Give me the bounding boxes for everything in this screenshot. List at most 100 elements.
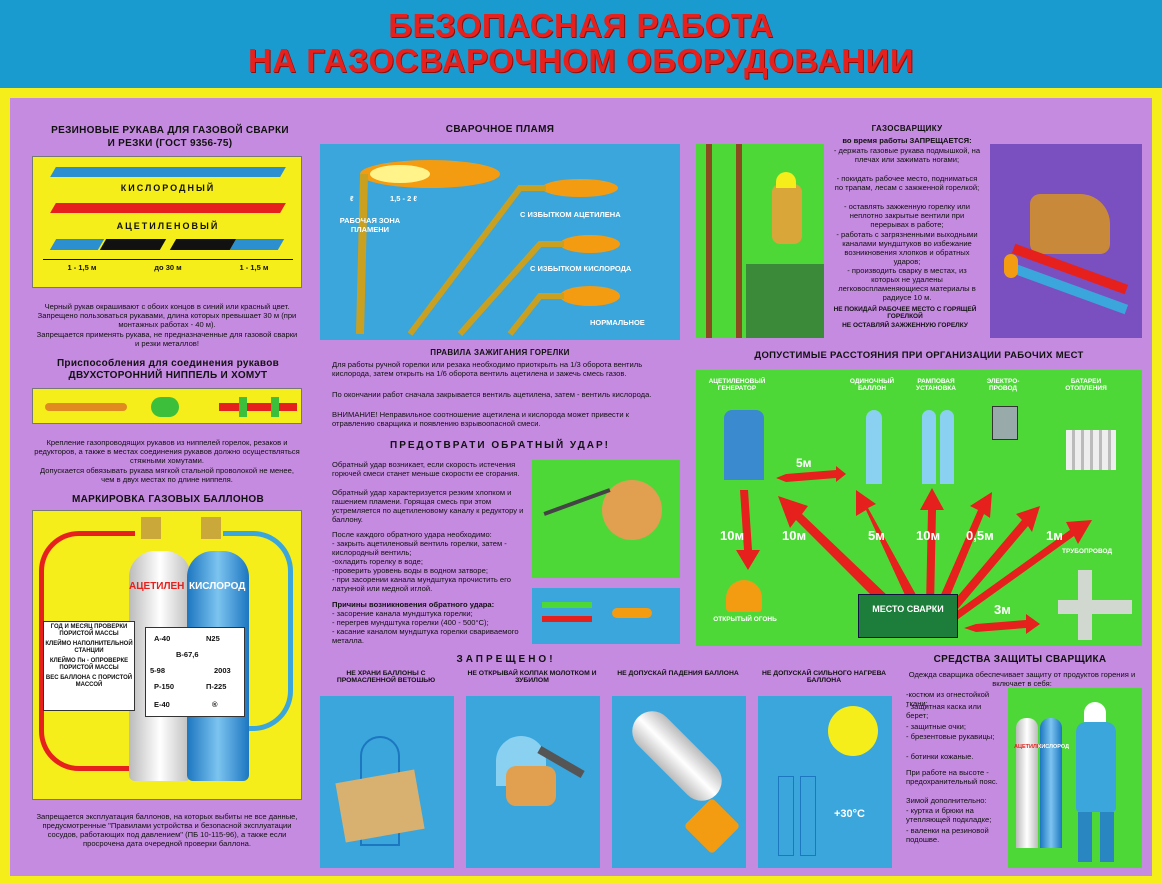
- oxygen-word: КИСЛОРОД: [189, 581, 246, 592]
- clamp: [151, 397, 179, 417]
- ladder-rail-2: [736, 144, 742, 338]
- welder-ladder-illustration: [696, 144, 824, 338]
- impact-burst: [683, 797, 741, 855]
- backfire-p1: Обратный удар возникает, если скорость и…: [332, 460, 520, 478]
- welder-helmet: [776, 172, 796, 188]
- connectors-title: Приспособления для соединения рукавов ДВ…: [56, 358, 280, 381]
- flame-illustration: ℓ 1,5 - 2 ℓ РАБОЧАЯ ЗОНА ПЛАМЕНИ С ИЗБЫТ…: [320, 144, 680, 340]
- flame-4: [560, 286, 620, 306]
- forbidden-pic-1: [320, 696, 454, 868]
- protection-t8: Зимой дополнительно:: [906, 796, 987, 805]
- ramp-cylinder-1: [922, 410, 936, 484]
- dist-3m: 3м: [994, 602, 1011, 617]
- red-hose: [50, 203, 286, 213]
- protective-helmet: [1084, 702, 1106, 722]
- dist-10m-b: 10м: [782, 528, 807, 543]
- arrow-10m-a: [778, 496, 890, 606]
- label-pipeline: ТРУБОПРОВОД: [1062, 548, 1113, 555]
- flame-core: [370, 165, 430, 183]
- protection-t1: Одежда сварщика обеспечивает защиту от п…: [908, 670, 1136, 688]
- protection-t3: - защитная каска или берет;: [906, 702, 982, 720]
- protection-cyl-o-label: КИСЛОРОД: [1038, 744, 1070, 750]
- acetylene-generator: [724, 410, 764, 480]
- single-cylinder: [866, 410, 882, 484]
- backfire-title: ПРЕДОТВРАТИ ОБРАТНЫЙ УДАР!: [390, 440, 610, 451]
- hose-green: [542, 602, 592, 608]
- torch-3: [457, 241, 564, 336]
- radiator: [1066, 430, 1116, 470]
- boot: [1030, 194, 1110, 254]
- open-fire-icon: [726, 580, 762, 612]
- welder-item-5: - производить сварку в местах, из которы…: [838, 266, 976, 302]
- welder-note-2: НЕ ОСТАВЛЯЙ ЗАЖЖЕННУЮ ГОРЕЛКУ: [842, 322, 968, 329]
- backfire-p2: Обратный удар характеризуется резким хло…: [332, 488, 524, 524]
- mark-e40: Е-40: [154, 700, 170, 709]
- hose-end-right: [229, 239, 285, 250]
- protection-cylinder-o: [1040, 718, 1062, 848]
- label-welding-place: МЕСТО СВАРКИ: [872, 604, 944, 614]
- mark-p225: П-225: [206, 682, 227, 691]
- torch-2: [407, 185, 546, 336]
- hose-red: [542, 616, 592, 622]
- legend-1: ГОД И МЕСЯЦ ПРОВЕРКИ ПОРИСТОЙ МАССЫ: [50, 624, 128, 637]
- scaffold: [746, 264, 824, 338]
- flame-dim-2l: 1,5 - 2 ℓ: [390, 194, 418, 203]
- ladder-rail-1: [706, 144, 712, 338]
- distances-illustration: АЦЕТИЛЕНОВЫЙ ГЕНЕРАТОР ОДИНОЧНЫЙ БАЛЛОН …: [696, 370, 1142, 646]
- blue-hose: [50, 167, 286, 177]
- protection-cylinder-a: [1016, 718, 1038, 848]
- arrow-fire: [736, 490, 760, 570]
- connectors-illustration: [32, 388, 302, 424]
- oxygen-regulator: [201, 517, 221, 539]
- flame-excess-oxygen: С ИЗБЫТКОМ КИСЛОРОДА: [530, 264, 632, 273]
- protection-title: СРЕДСТВА ЗАЩИТЫ СВАРЩИКА: [933, 654, 1107, 665]
- oxygen-hose-label: КИСЛОРОДНЫЙ: [120, 183, 216, 193]
- flame-title: СВАРОЧНОЕ ПЛАМЯ: [445, 124, 555, 135]
- forbidden-title: ЗАПРЕЩЕНО!: [456, 654, 556, 665]
- temp-label: +30°С: [834, 808, 866, 820]
- arrow-gen: [856, 490, 920, 606]
- mark-p150: Р-150: [154, 682, 175, 691]
- torch-4: [507, 293, 564, 336]
- flame-normal: НОРМАЛЬНОЕ: [590, 318, 645, 327]
- backfire-p7: - при засорении канала мундштука прочист…: [332, 575, 511, 593]
- label-heating: БАТАРЕИ ОТОПЛЕНИЯ: [1065, 378, 1107, 392]
- forbidden-pic-2: [466, 696, 600, 868]
- welder-subtitle: во время работы ЗАПРЕЩАЕТСЯ:: [842, 136, 972, 145]
- dist-5m-b: 5м: [868, 528, 885, 543]
- arrow-5m-top: [776, 466, 846, 482]
- ignition-p3: ВНИМАНИЕ! Неправильное соотношение ацети…: [332, 410, 629, 428]
- hose-end-left: [49, 239, 105, 250]
- dist-10m-c: 10м: [916, 528, 941, 543]
- label-wire: ЭЛЕКТРО-ПРОВОД: [986, 378, 1020, 392]
- label-open-fire: ОТКРЫТЫЙ ОГОНЬ: [713, 616, 777, 623]
- marking-legend: ГОД И МЕСЯЦ ПРОВЕРКИ ПОРИСТОЙ МАССЫ КЛЕЙ…: [43, 621, 135, 711]
- backfire-p11: - касание каналом мундштука горелки свар…: [332, 627, 519, 645]
- mark-598: 5-98: [150, 666, 166, 675]
- label-generator: АЦЕТИЛЕНОВЫЙ ГЕНЕРАТОР: [708, 378, 766, 392]
- protection-t2: -костюм из огнестойкой ткани;: [906, 690, 990, 708]
- flame-2: [542, 179, 618, 197]
- backfire-p10: - перегрев мундштука горелки (400 - 500°…: [332, 618, 489, 627]
- backfire-p9: - засорение канала мундштука горелки;: [332, 609, 473, 618]
- cylinders-illustration: АЦЕТИЛЕН КИСЛОРОД ГОД И МЕСЯЦ ПРОВЕРКИ П…: [32, 510, 302, 800]
- backfire-illustration-2: [532, 588, 680, 644]
- oily-rag: [335, 769, 425, 843]
- flame-3: [560, 235, 620, 253]
- hoses-text-1: Черный рукав окрашивают с обоих концов в…: [37, 302, 297, 329]
- protection-illustration: АЦЕТИЛЕН КИСЛОРОД: [1008, 688, 1142, 868]
- hose-black-left: [99, 239, 167, 250]
- mark-a40: А-40: [154, 634, 171, 643]
- protection-t7: При работе на высоте - предохранительный…: [906, 768, 998, 786]
- mark-b676: В-67,6: [176, 650, 199, 659]
- red-hose-loop: [39, 531, 135, 771]
- mark-2003: 2003: [214, 666, 231, 675]
- hand-with-hammer: [506, 766, 556, 806]
- flame-zone: РАБОЧАЯ ЗОНА ПЛАМЕНИ: [339, 216, 401, 234]
- legend-3: КЛЕЙМО Пн - ОПРОВЕРКЕ ПОРИСТОЙ МАССЫ: [49, 658, 129, 671]
- heated-cylinder-2: [800, 776, 816, 856]
- flame-dim-l: ℓ: [350, 194, 354, 203]
- protection-t10: - валенки на резиновой подошве.: [906, 826, 989, 844]
- arrow-1m: [950, 520, 1092, 622]
- suit-leg-left: [1078, 812, 1092, 862]
